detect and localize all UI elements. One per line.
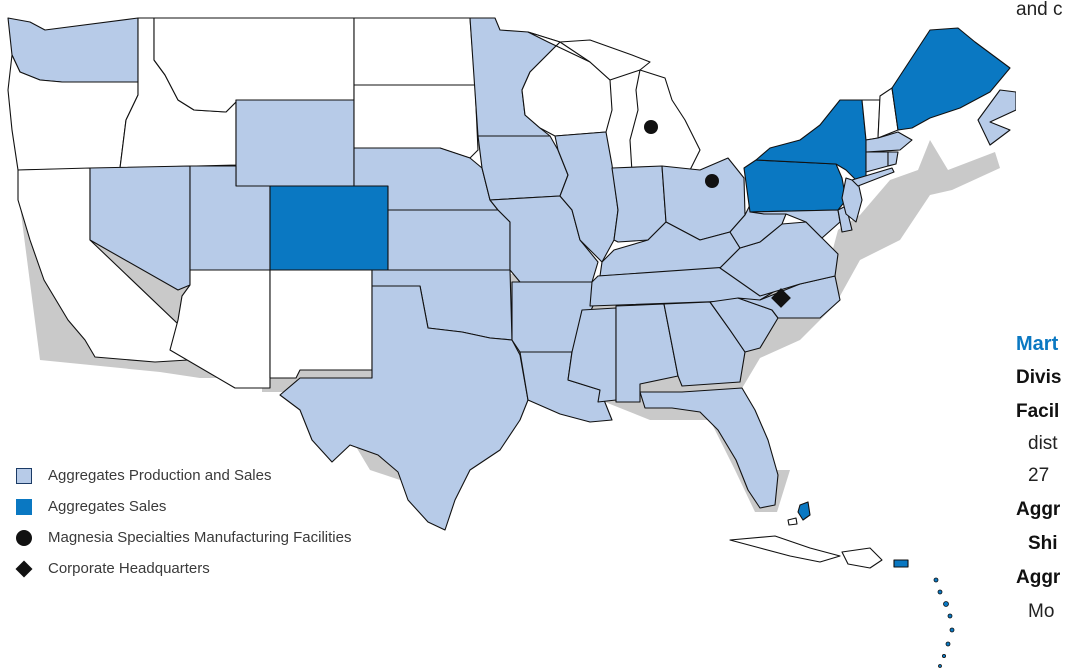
side-text-line: Aggr — [1016, 567, 1061, 588]
state-tx — [279, 285, 529, 531]
state-nd — [353, 17, 476, 86]
state-wy — [235, 99, 355, 187]
magnesia-facility-woodville-marker — [705, 174, 719, 188]
state-me — [891, 27, 1011, 131]
state-mi-upper — [559, 39, 651, 81]
island-small-bahamas — [787, 517, 798, 526]
legend-item-headquarters: Corporate Headquarters — [14, 553, 351, 584]
island-cuba — [729, 535, 841, 563]
side-text-line: 27 — [1028, 465, 1050, 486]
island-hispaniola — [841, 547, 883, 569]
circle-icon — [14, 528, 33, 547]
legend-swatch-dark — [14, 497, 33, 516]
state-pa — [743, 159, 847, 213]
side-text-top: and c — [1016, 0, 1063, 20]
state-il — [554, 131, 619, 263]
state-mt — [153, 17, 355, 113]
legend-item-production-and-sales: Aggregates Production and Sales — [14, 460, 351, 491]
state-ks — [387, 209, 511, 271]
state-wa — [7, 17, 139, 83]
legend-swatch-light — [14, 466, 33, 485]
us-map — [7, 17, 1016, 668]
island-bahamas — [797, 501, 811, 521]
side-text-brand: Mart — [1016, 333, 1059, 355]
state-co — [269, 185, 389, 271]
diamond-icon — [14, 559, 33, 578]
state-fl — [639, 387, 779, 509]
side-text-panel: and c Mart Divis Facil dist 27 Aggr Shi … — [1016, 0, 1072, 671]
canada-nova-scotia — [977, 89, 1016, 146]
state-li — [851, 167, 895, 187]
state-mi-lower — [629, 69, 701, 173]
legend-item-sales: Aggregates Sales — [14, 491, 351, 522]
legend-item-magnesia: Magnesia Specialties Manufacturing Facil… — [14, 522, 351, 553]
state-sd — [353, 84, 479, 159]
side-text-line: Shi — [1028, 533, 1058, 554]
legend-label: Aggregates Production and Sales — [48, 467, 272, 484]
state-nv — [89, 165, 191, 291]
side-text-line: Mo — [1028, 601, 1055, 622]
lesser-antilles — [933, 577, 955, 668]
state-ri — [887, 151, 899, 167]
magnesia-facility-manistee-marker — [644, 120, 658, 134]
legend-label: Magnesia Specialties Manufacturing Facil… — [48, 529, 352, 546]
state-nm — [269, 269, 373, 379]
legend-label: Aggregates Sales — [48, 498, 167, 515]
side-text-line: Aggr — [1016, 499, 1061, 520]
side-text-line: Divis — [1016, 367, 1062, 388]
state-ct — [865, 151, 889, 173]
legend-label: Corporate Headquarters — [48, 560, 210, 577]
island-puerto-rico — [893, 559, 909, 568]
state-ia — [477, 135, 569, 201]
state-de — [837, 205, 853, 233]
side-text-line: dist — [1028, 433, 1058, 454]
side-text-line: Facil — [1016, 401, 1060, 422]
map-legend: Aggregates Production and Sales Aggregat… — [14, 460, 351, 584]
